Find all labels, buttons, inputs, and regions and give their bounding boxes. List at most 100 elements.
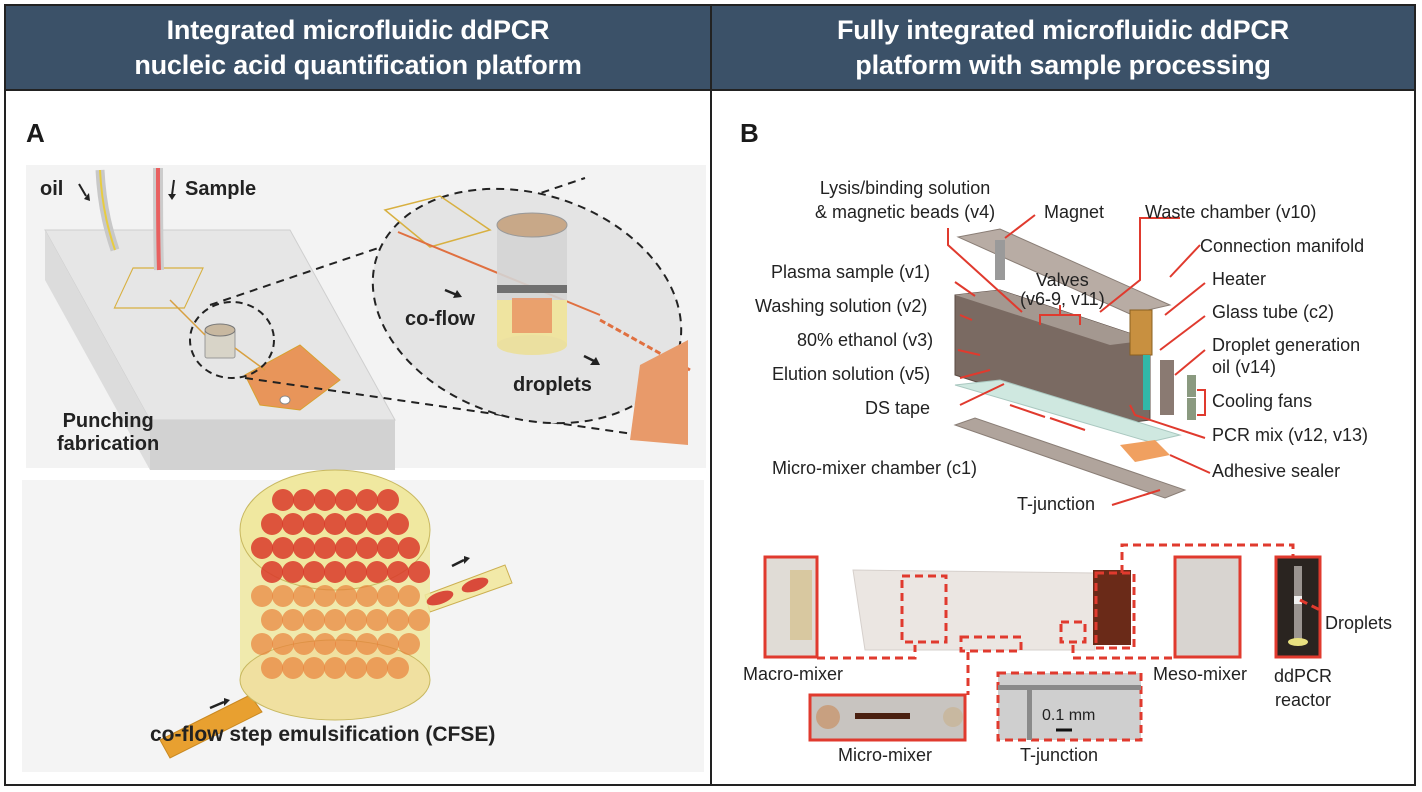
label-waste-chamber: Waste chamber (v10) — [1145, 202, 1317, 222]
heater — [1129, 309, 1153, 356]
label-co-flow: co-flow — [405, 308, 475, 330]
label-cfse: co-flow step emulsification (CFSE) — [150, 723, 496, 746]
droplet-sphere — [251, 633, 273, 655]
magnet — [995, 240, 1005, 280]
label-connection-manifold: Connection manifold — [1200, 236, 1365, 256]
droplet-sphere — [314, 489, 336, 511]
cfse-outlet-arrow-icon — [451, 558, 465, 568]
label-macro-mixer: Macro-mixer — [743, 664, 844, 684]
droplet-sphere — [303, 657, 325, 679]
label-droplet-oil-line1: Droplet generation — [1212, 335, 1361, 355]
droplet-sphere — [356, 585, 378, 607]
punched-well — [496, 212, 568, 355]
label-plasma-sample: Plasma sample (v1) — [771, 262, 931, 282]
micro-mixer-layer — [953, 417, 1187, 499]
label-punching-line1: Punching — [62, 410, 154, 432]
header-panel-b: Fully integrated microfluidic ddPCR plat… — [712, 6, 1414, 91]
header-panel-a: Integrated microfluidic ddPCR nucleic ac… — [6, 6, 710, 91]
label-heater: Heater — [1212, 269, 1267, 289]
sample-arrow-icon — [171, 179, 175, 196]
label-lysis-binding: Lysis/binding solution & magnetic beads … — [815, 176, 995, 225]
droplet-sphere — [398, 537, 420, 559]
droplet-sphere — [303, 609, 325, 631]
label-droplet-oil: Droplet generation oil (v14) — [1212, 335, 1360, 378]
droplet-field — [630, 340, 688, 445]
droplet-sphere — [335, 489, 357, 511]
label-pcr-mix: PCR mix (v12, v13) — [1212, 425, 1369, 445]
droplet-sphere — [303, 561, 325, 583]
droplet-sphere — [293, 633, 315, 655]
droplet-sphere — [345, 657, 367, 679]
label-ds-tape: DS tape — [865, 398, 931, 418]
droplet-sphere — [387, 657, 409, 679]
droplet-sphere — [282, 609, 304, 631]
meso-mixer-photo — [1173, 555, 1242, 659]
droplet-sphere — [366, 609, 388, 631]
droplet-sphere — [324, 609, 346, 631]
label-cooling-fans: Cooling fans — [1212, 391, 1313, 411]
droplet-sphere — [324, 561, 346, 583]
panel-divider — [710, 4, 712, 786]
droplet-sphere — [251, 537, 273, 559]
droplet-sphere — [387, 609, 409, 631]
label-adhesive-sealer: Adhesive sealer — [1212, 461, 1341, 481]
connection-manifold — [956, 228, 1172, 315]
header-a-line1: Integrated microfluidic ddPCR — [166, 14, 550, 45]
droplet-sphere — [303, 513, 325, 535]
droplet-sphere — [261, 561, 283, 583]
oil-arrow-icon — [78, 183, 87, 197]
droplet-sphere — [387, 561, 409, 583]
droplet-sphere — [366, 513, 388, 535]
droplet-sphere — [314, 537, 336, 559]
droplet-sphere — [314, 585, 336, 607]
droplet-sphere — [324, 513, 346, 535]
droplet-sphere — [251, 585, 273, 607]
ds-tape — [954, 379, 1182, 443]
droplet-sphere — [356, 537, 378, 559]
droplet-sphere — [293, 585, 315, 607]
label-micro-mixer: Micro-mixer — [838, 745, 932, 765]
droplet-sphere — [387, 513, 409, 535]
label-t-junction-top: T-junction — [1017, 494, 1096, 514]
panel-b-letter: B — [740, 118, 759, 148]
droplet-sphere — [272, 489, 294, 511]
microfluidic-chip — [44, 229, 396, 470]
droplet-sphere — [335, 633, 357, 655]
label-meso-mixer: Meso-mixer — [1153, 664, 1248, 684]
droplet-sphere — [272, 585, 294, 607]
droplet-sphere — [356, 489, 378, 511]
label-elution-solution: Elution solution (v5) — [772, 364, 931, 384]
droplet-sphere — [261, 657, 283, 679]
droplet-sphere — [272, 633, 294, 655]
cfse-inlet-arrow-icon — [209, 700, 225, 710]
label-magnet: Magnet — [1044, 202, 1105, 222]
label-reactor-line1: ddPCR — [1274, 666, 1333, 686]
droplet-sphere — [377, 585, 399, 607]
droplet-array — [244, 344, 341, 411]
label-washing-solution: Washing solution (v2) — [755, 296, 928, 316]
droplet-sphere — [398, 633, 420, 655]
header-a-line2: nucleic acid quantification platform — [134, 49, 582, 80]
droplet-sphere — [377, 537, 399, 559]
label-glass-tube: Glass tube (c2) — [1212, 302, 1335, 322]
adhesive-sealer — [1120, 440, 1170, 462]
droplet-sphere — [366, 561, 388, 583]
label-micro-mixer-chamber: Micro-mixer chamber (c1) — [772, 458, 978, 478]
zoom-region-small — [189, 301, 275, 379]
droplet-sphere — [398, 585, 420, 607]
droplet-sphere — [345, 513, 367, 535]
label-punching-line2: fabrication — [57, 433, 160, 455]
heater-photo — [1093, 570, 1131, 645]
cfse-droplets — [251, 489, 430, 679]
droplet-sphere — [282, 513, 304, 535]
label-lysis-line1: Lysis/binding solution — [819, 178, 991, 198]
label-valves: Valves (v6-9, v11) — [1020, 271, 1105, 309]
droplet-sphere — [272, 537, 294, 559]
header-b-line2: platform with sample processing — [855, 49, 1271, 80]
droplet-sphere — [293, 489, 315, 511]
droplet-sphere — [356, 633, 378, 655]
header-b-line1: Fully integrated microfluidic ddPCR — [836, 14, 1290, 45]
label-lysis-line2: & magnetic beads (v4) — [815, 202, 996, 223]
droplet-sphere — [282, 561, 304, 583]
